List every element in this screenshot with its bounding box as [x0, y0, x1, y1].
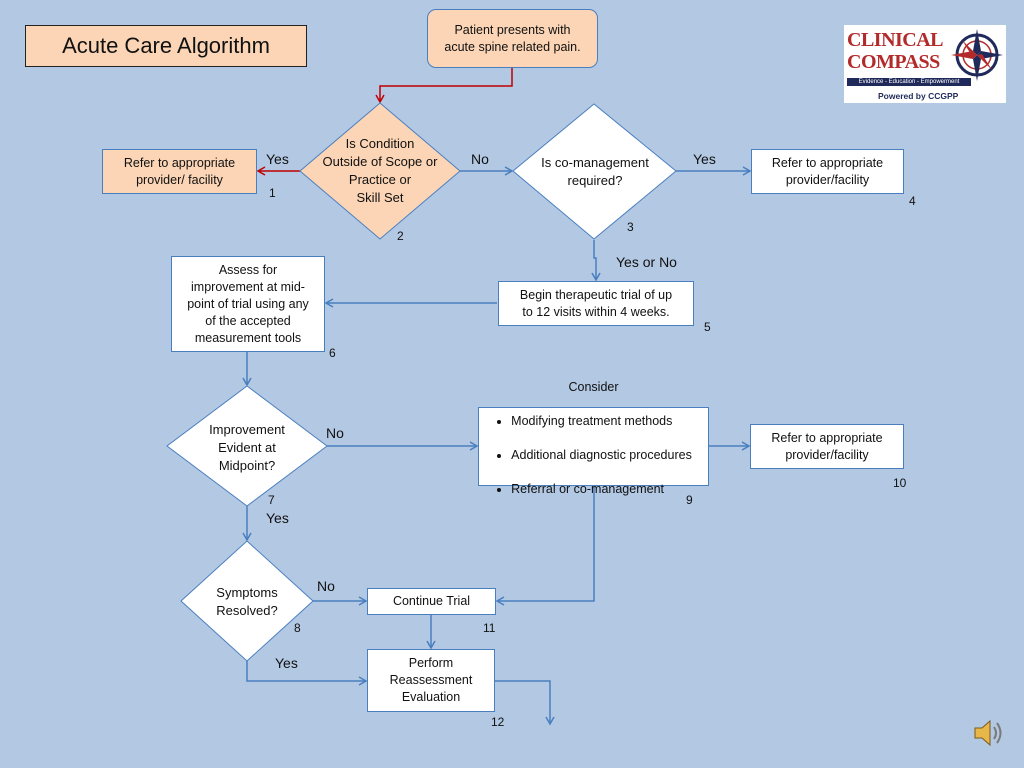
trial-box: Begin therapeutic trial of up to 12 visi…: [498, 281, 694, 326]
step-number-7: 7: [268, 493, 275, 507]
label-scope-yes: Yes: [266, 151, 289, 167]
step-number-3: 3: [627, 220, 634, 234]
scope-question: Is Condition Outside of Scope or Practic…: [322, 136, 438, 205]
consider-item: Additional diagnostic procedures: [511, 447, 692, 464]
edge-perform-out: [494, 680, 555, 726]
improvement-question: Improvement Evident at Midpoint?: [209, 422, 285, 473]
refer-box-1: Refer to appropriate provider/ facility: [102, 149, 257, 194]
start-box: Patient presents with acute spine relate…: [427, 9, 598, 68]
consider-box: Consider Modifying treatment methods Add…: [478, 380, 709, 496]
logo-graphic: [951, 29, 1003, 81]
label-symptoms-yes: Yes: [275, 655, 298, 671]
step-number-11: 11: [483, 621, 496, 635]
consider-title: Consider: [568, 379, 619, 394]
logo-line1: CLINICAL: [847, 29, 944, 51]
step-number-4: 4: [909, 194, 916, 208]
clinical-compass-logo: CLINICAL COMPASS Evidence - Education - …: [844, 25, 1006, 103]
edge-comanage-trial: [591, 240, 601, 282]
step-number-2: 2: [397, 229, 404, 243]
logo-tagline: Evidence - Education - Empowerment: [847, 78, 971, 86]
label-improvement-yes: Yes: [266, 510, 289, 526]
symptoms-question: Symptoms Resolved?: [216, 585, 278, 618]
diamond-scope: [299, 102, 461, 240]
continue-trial-box: Continue Trial: [367, 588, 496, 615]
edge-start-scope: [375, 68, 513, 104]
logo-powered: Powered by CCGPP: [878, 91, 959, 101]
consider-item: Referral or co-management: [511, 481, 692, 498]
label-symptoms-no: No: [317, 578, 335, 594]
step-number-9: 9: [686, 493, 693, 507]
refer-box-4: Refer to appropriate provider/facility: [751, 149, 904, 194]
step-number-10: 10: [893, 476, 907, 490]
step-number-6: 6: [329, 346, 336, 360]
edge-consider-continue: [495, 486, 595, 606]
logo-line2: COMPASS: [847, 51, 940, 73]
diamond-improvement: [166, 385, 328, 507]
step-number-5: 5: [704, 320, 711, 334]
assess-box: Assess for improvement at mid- point of …: [171, 256, 325, 352]
step-number-8: 8: [294, 621, 301, 635]
step-number-12: 12: [491, 715, 505, 729]
label-scope-no: No: [471, 151, 489, 167]
label-comanage-yes: Yes: [693, 151, 716, 167]
compass-rose-icon: [951, 29, 1003, 81]
edge-symptoms-perform: [246, 660, 368, 686]
comanage-question: Is co-management required?: [541, 155, 649, 188]
page-title: Acute Care Algorithm: [25, 25, 307, 67]
perform-box: Perform Reassessment Evaluation: [367, 649, 495, 712]
diamond-comanage: [512, 103, 677, 240]
consider-list: Modifying treatment methods Additional d…: [495, 396, 692, 515]
diamond-symptoms: [180, 540, 314, 662]
label-improvement-no: No: [326, 425, 344, 441]
step-number-1: 1: [269, 186, 276, 200]
consider-item: Modifying treatment methods: [511, 413, 692, 430]
label-comanage-yes-or-no: Yes or No: [616, 254, 677, 270]
speaker-icon[interactable]: [972, 716, 1006, 750]
refer-box-10: Refer to appropriate provider/facility: [750, 424, 904, 469]
